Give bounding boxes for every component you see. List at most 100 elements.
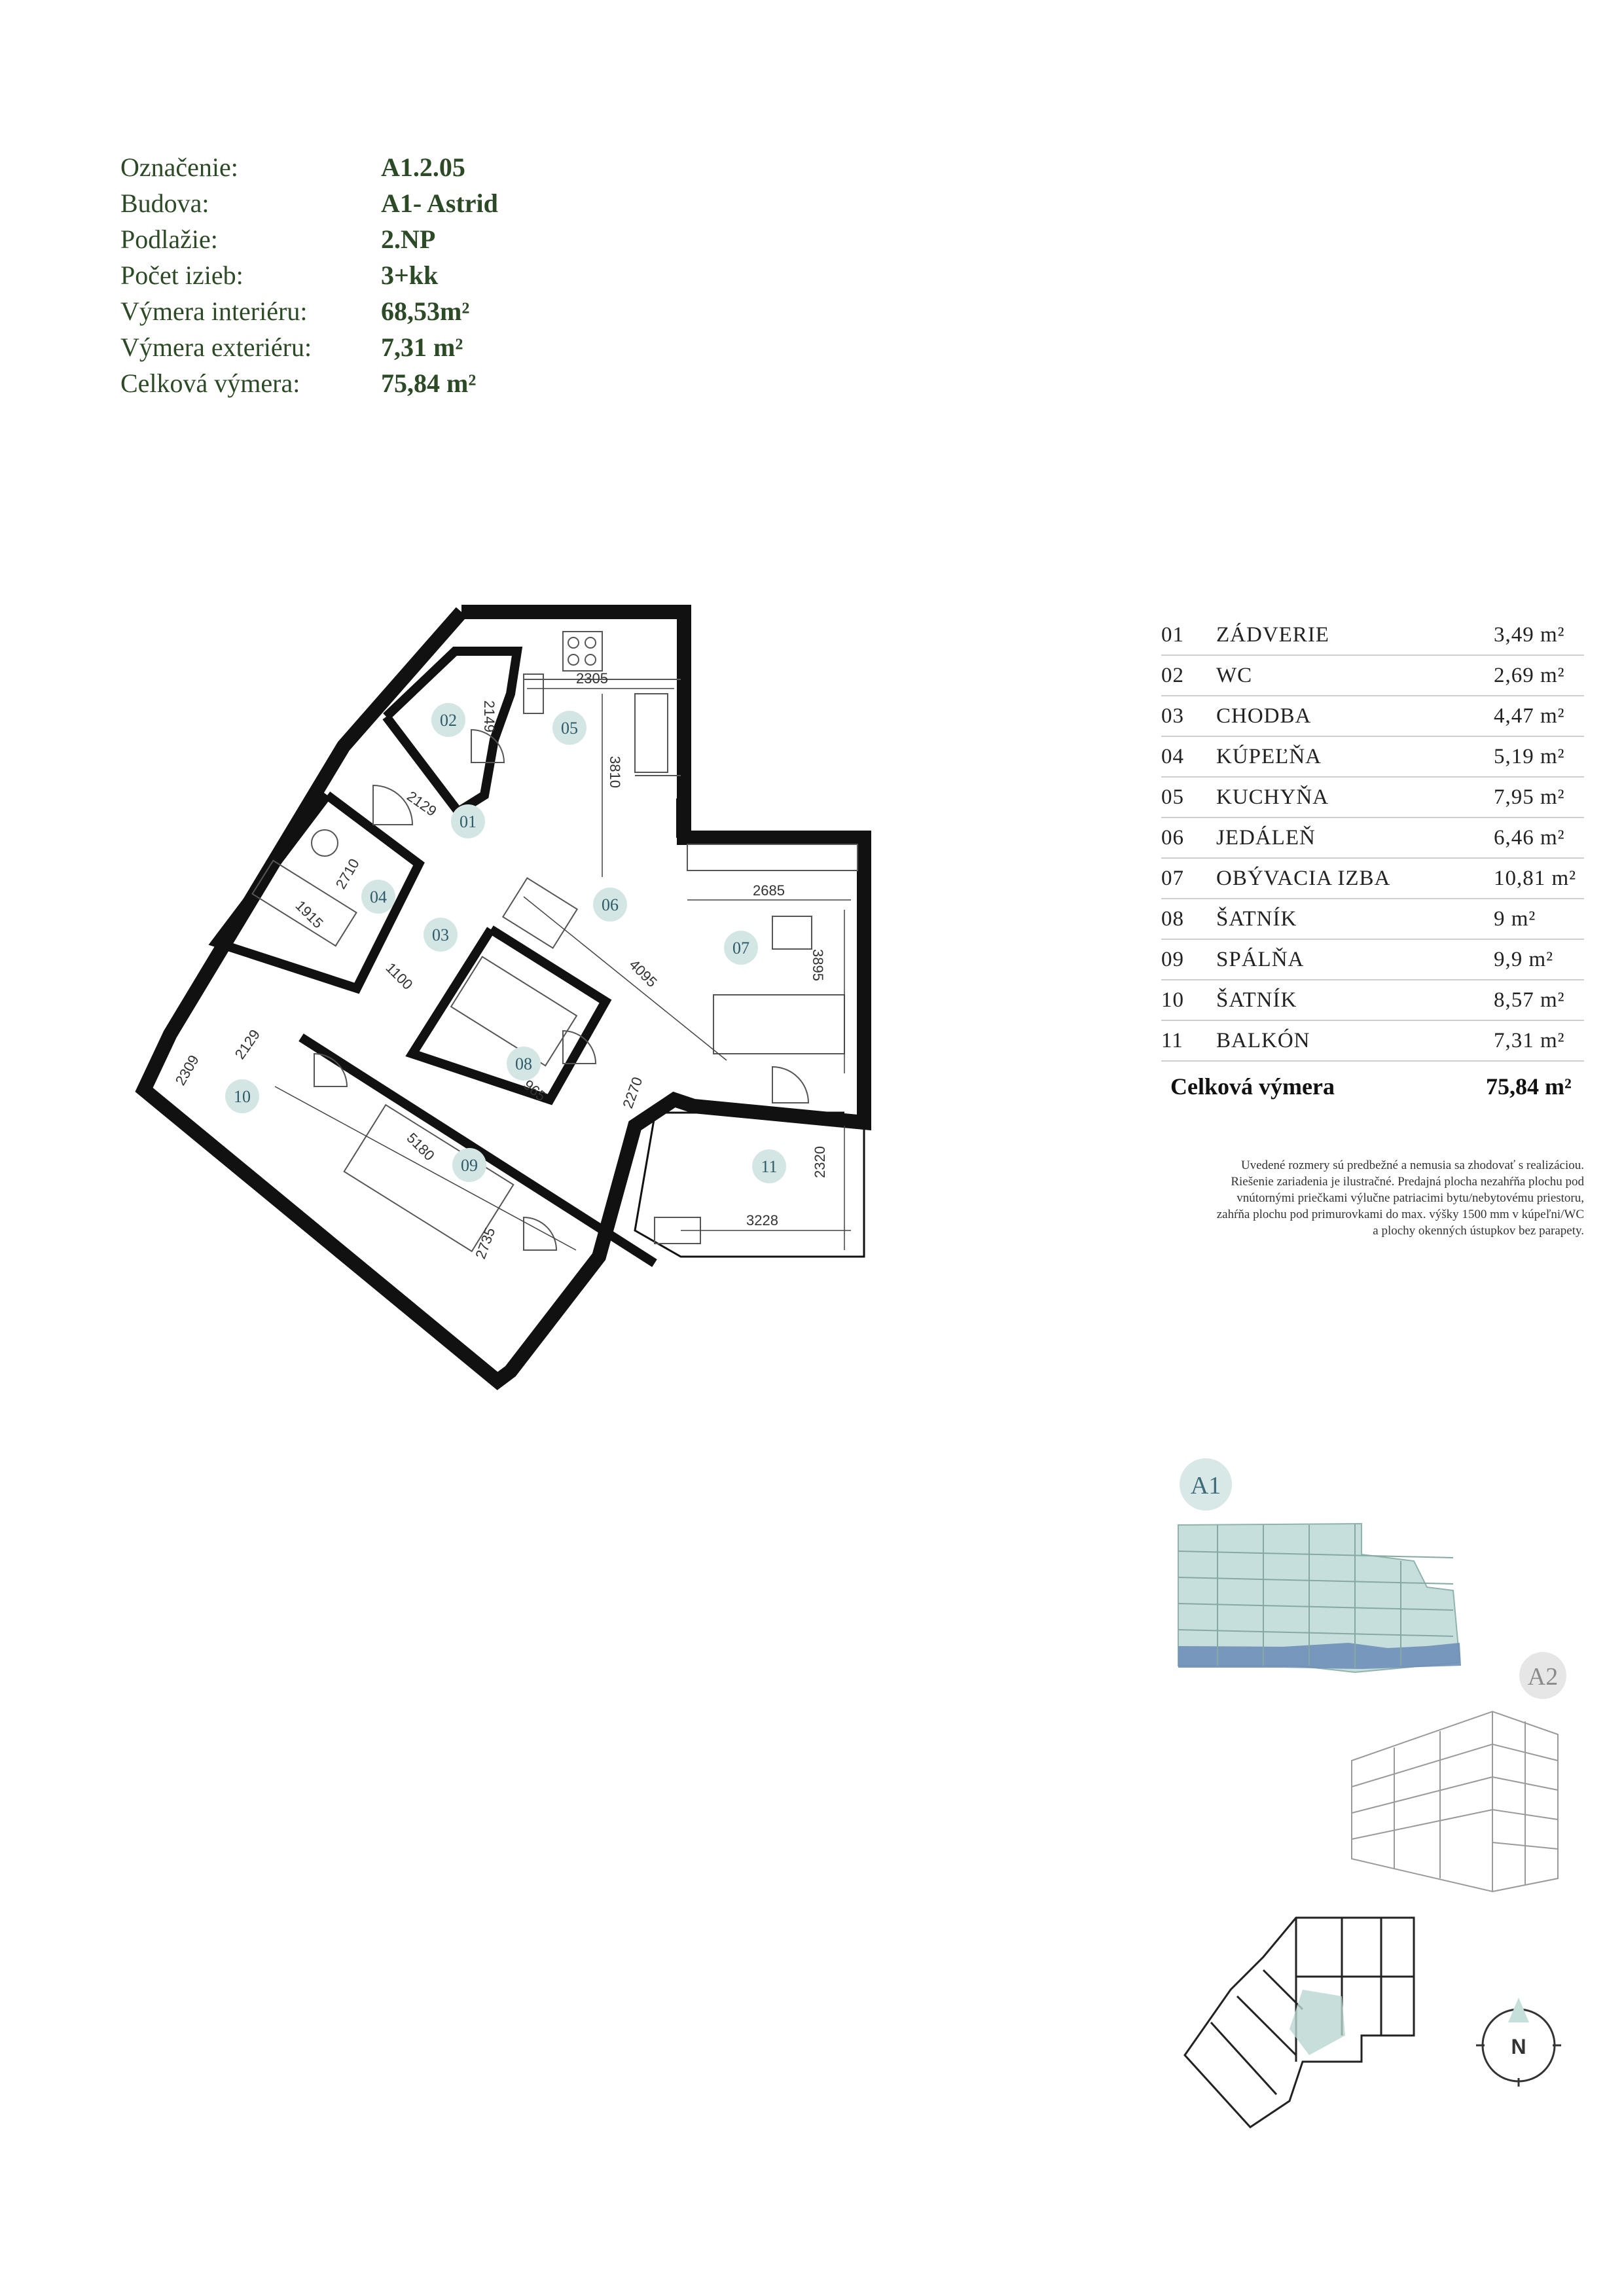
room-number: 11 — [1161, 1028, 1183, 1052]
room-number: 10 — [1161, 988, 1184, 1012]
dimension-label: 3228 — [746, 1212, 778, 1229]
floor-plan: 2305 3810 2149 2129 2710 1915 1100 2685 … — [135, 605, 871, 1390]
info-row-interior-area: Výmera interiéru: 68,53m² — [120, 296, 498, 332]
info-value: A1- Astrid — [381, 188, 498, 218]
info-value: 68,53m² — [381, 296, 470, 326]
room-badge-label: 10 — [234, 1087, 251, 1106]
room-number: 06 — [1161, 825, 1184, 850]
room-name: ŠATNÍK — [1216, 906, 1297, 931]
bathtub-icon — [251, 859, 357, 947]
info-label: Výmera interiéru: — [120, 296, 308, 326]
info-label: Podlažie: — [120, 224, 218, 254]
room-row: 11 BALKÓN 7,31 m² — [1161, 1021, 1584, 1062]
room-name: ŠATNÍK — [1216, 988, 1297, 1012]
info-row-total-area: Celková výmera: 75,84 m² — [120, 368, 498, 404]
room-area: 5,19 m² — [1494, 744, 1565, 768]
plan-dimension-lines — [274, 688, 851, 1251]
outer-wall — [135, 605, 871, 1390]
armchair-icon — [772, 916, 812, 950]
room-name: WC — [1216, 663, 1253, 687]
room-area: 7,31 m² — [1494, 1028, 1565, 1052]
bed-icon-2 — [450, 956, 578, 1067]
room-name: ZÁDVERIE — [1216, 622, 1329, 647]
room-badge-07: 07 — [724, 931, 758, 965]
room-badge-06: 06 — [593, 888, 627, 922]
room-name: CHODBA — [1216, 704, 1312, 728]
sofa-icon — [713, 994, 845, 1054]
info-label: Celková výmera: — [120, 368, 300, 398]
info-row-building: Budova: A1- Astrid — [120, 188, 498, 224]
room-number: 03 — [1161, 704, 1184, 728]
room-badge-11: 11 — [752, 1149, 786, 1183]
info-value: 2.NP — [381, 224, 436, 254]
building-illustration: A1 A2 — [1178, 1458, 1566, 1893]
building-tag-a1: A1 — [1180, 1458, 1232, 1511]
room-badge-10: 10 — [225, 1079, 259, 1113]
room-area: 7,95 m² — [1494, 785, 1565, 809]
room-badge-label: 07 — [732, 939, 749, 958]
balcony-rail — [634, 1115, 865, 1258]
room-badge-03: 03 — [424, 918, 458, 952]
door-swing — [314, 1052, 348, 1087]
room-badge-label: 09 — [461, 1156, 478, 1175]
info-label: Budova: — [120, 188, 209, 218]
info-value: 75,84 m² — [381, 368, 477, 398]
info-value: 7,31 m² — [381, 332, 463, 362]
room-name: BALKÓN — [1216, 1028, 1310, 1052]
table-icon — [501, 877, 579, 949]
dimension-label: 2710 — [333, 856, 363, 892]
info-label: Výmera exteriéru: — [120, 332, 312, 362]
info-row-exterior-area: Výmera exteriéru: 7,31 m² — [120, 332, 498, 368]
total-label: Celková výmera — [1170, 1073, 1335, 1100]
room-number: 04 — [1161, 744, 1184, 768]
bed-icon — [343, 1103, 514, 1253]
dimension-label: 2149 — [481, 700, 497, 732]
room-badge-08: 08 — [507, 1047, 541, 1081]
plan-walls — [135, 605, 871, 1390]
room-badge-label: 04 — [370, 888, 387, 906]
dimension-label: 2320 — [812, 1146, 828, 1178]
room-number: 02 — [1161, 663, 1184, 687]
sink-icon — [634, 693, 668, 773]
room-badge-04: 04 — [361, 880, 395, 914]
inner-wall-closet — [405, 925, 612, 1105]
door-swing — [523, 1216, 558, 1251]
building-tag-label: A1 — [1191, 1472, 1221, 1499]
room-name: SPÁLŇA — [1216, 947, 1305, 971]
door-swing — [772, 1066, 810, 1103]
room-area: 9,9 m² — [1494, 947, 1554, 971]
total-row: Celková výmera 75,84 m² — [1161, 1062, 1584, 1111]
plan-dimension-labels: 2305 3810 2149 2129 2710 1915 1100 2685 … — [172, 670, 828, 1261]
dimension-label: 1100 — [382, 960, 416, 993]
toilet-icon — [311, 829, 338, 857]
room-row: 08 ŠATNÍK 9 m² — [1161, 899, 1584, 940]
note-line: Riešenie zariadenia je ilustračné. Preda… — [1231, 1175, 1584, 1189]
apartment-highlight — [1290, 1990, 1345, 2055]
room-badge-label: 05 — [561, 719, 578, 738]
room-number: 07 — [1161, 866, 1184, 890]
room-number: 09 — [1161, 947, 1184, 971]
stove-icon — [562, 631, 603, 672]
building-tag-label: A2 — [1528, 1663, 1558, 1691]
room-area: 10,81 m² — [1494, 866, 1577, 890]
door-swing — [562, 1030, 597, 1064]
site-plan — [1183, 1916, 1415, 2128]
room-number: 08 — [1161, 906, 1184, 931]
north-arrow-icon — [1508, 1998, 1529, 2022]
info-label: Počet izieb: — [120, 260, 244, 290]
room-area: 8,57 m² — [1494, 988, 1565, 1012]
room-badge-label: 01 — [460, 812, 477, 831]
room-badge-01: 01 — [451, 804, 485, 838]
room-area: 9 m² — [1494, 906, 1536, 931]
room-row: 03 CHODBA 4,47 m² — [1161, 696, 1584, 737]
room-badge-label: 11 — [761, 1157, 777, 1176]
room-area: 3,49 m² — [1494, 622, 1565, 647]
compass-label: N — [1511, 2035, 1526, 2058]
room-number: 05 — [1161, 785, 1184, 809]
room-area: 4,47 m² — [1494, 704, 1565, 728]
disclaimer-note: Uvedené rozmery sú predbežné a nemusia s… — [1159, 1157, 1584, 1239]
room-badge-label: 02 — [440, 711, 457, 730]
